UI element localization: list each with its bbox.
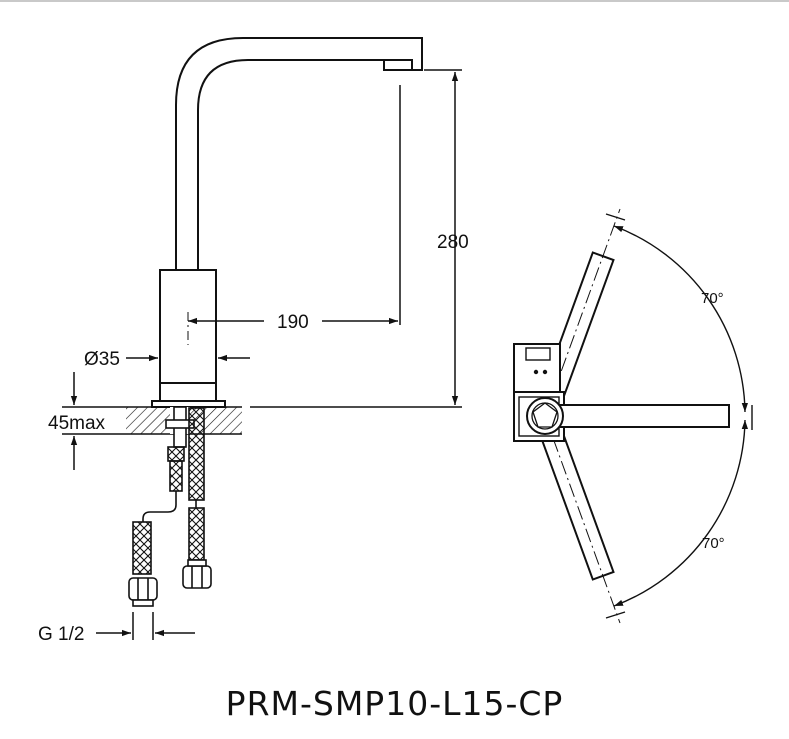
top-divider <box>0 0 789 2</box>
faucet-side-view <box>151 37 423 408</box>
dimension-lines <box>62 69 462 640</box>
dimension-deck-thickness-label: 45max <box>48 413 106 434</box>
hose-nut-left <box>128 577 158 601</box>
dimension-height-label: 280 <box>437 232 469 253</box>
dimension-diameter-label: Ø35 <box>84 349 120 370</box>
control-box <box>513 343 561 393</box>
hot-hose <box>188 407 205 501</box>
rotation-arc-lower <box>613 419 749 607</box>
cold-hose <box>132 521 152 575</box>
base-flange <box>151 400 226 408</box>
spout-aerator <box>383 59 413 71</box>
faucet-top-view <box>513 208 730 624</box>
dimension-connection-label: G 1/2 <box>38 624 84 645</box>
angle-upper-label: 70° <box>701 290 724 307</box>
spout-outline <box>175 37 423 270</box>
rotation-arcs <box>605 213 753 619</box>
hose-nut-right <box>182 565 212 589</box>
angle-lower-label: 70° <box>702 535 725 552</box>
dimension-reach-label: 190 <box>277 312 309 333</box>
model-code: PRM-SMP10-L15-CP <box>225 684 564 723</box>
rotation-arc-upper <box>613 225 749 413</box>
spout-straight <box>544 404 730 428</box>
supply-hoses <box>128 406 212 607</box>
control-display <box>525 347 551 361</box>
